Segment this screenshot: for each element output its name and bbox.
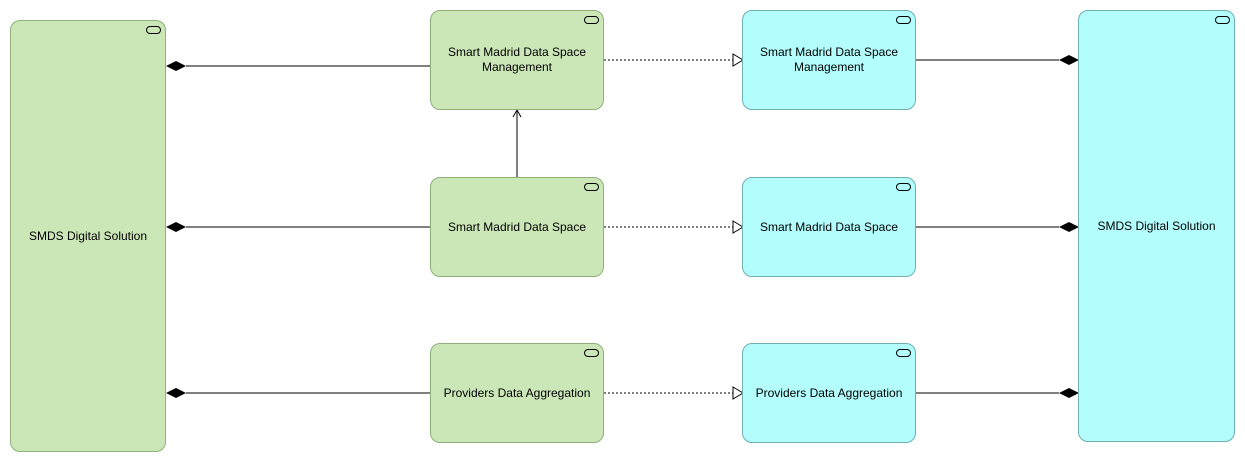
- left-solution-label: SMDS Digital Solution: [28, 228, 148, 243]
- tech-space-node[interactable]: Smart Madrid Data Space: [742, 177, 916, 277]
- app-space-node[interactable]: Smart Madrid Data Space: [430, 177, 604, 277]
- composition-diamond-right-3: [1059, 388, 1079, 398]
- realization-arrowhead-space: [732, 220, 744, 234]
- tech-mgmt-node[interactable]: Smart Madrid Data Space Management: [742, 10, 916, 110]
- rounded-rect-service-icon: [146, 26, 161, 34]
- composition-diamond-left-3: [166, 388, 186, 398]
- right-solution-node[interactable]: SMDS Digital Solution: [1078, 10, 1235, 442]
- composition-diamond-left-1: [166, 61, 186, 71]
- tech-providers-node[interactable]: Providers Data Aggregation: [742, 343, 916, 443]
- tech-mgmt-label: Smart Madrid Data Space Management: [759, 45, 899, 74]
- app-providers-label: Providers Data Aggregation: [443, 385, 591, 400]
- rounded-rect-service-icon: [584, 16, 599, 24]
- app-providers-node[interactable]: Providers Data Aggregation: [430, 343, 604, 443]
- tech-providers-label: Providers Data Aggregation: [755, 385, 903, 400]
- tech-space-label: Smart Madrid Data Space: [759, 219, 899, 234]
- serving-arrowhead: [512, 108, 522, 118]
- rounded-rect-service-icon: [1215, 16, 1230, 24]
- composition-diamond-left-2: [166, 222, 186, 232]
- rounded-rect-service-icon: [584, 183, 599, 191]
- rounded-rect-service-icon: [896, 349, 911, 357]
- left-solution-node[interactable]: SMDS Digital Solution: [10, 20, 166, 452]
- rounded-rect-service-icon: [584, 349, 599, 357]
- right-solution-label: SMDS Digital Solution: [1097, 218, 1216, 233]
- rounded-rect-service-icon: [896, 183, 911, 191]
- composition-diamond-right-2: [1059, 222, 1079, 232]
- rounded-rect-service-icon: [896, 16, 911, 24]
- realization-arrowhead-providers: [732, 386, 744, 400]
- app-mgmt-node[interactable]: Smart Madrid Data Space Management: [430, 10, 604, 110]
- app-space-label: Smart Madrid Data Space: [447, 219, 587, 234]
- composition-diamond-right-1: [1059, 55, 1079, 65]
- app-mgmt-label: Smart Madrid Data Space Management: [447, 45, 587, 74]
- realization-arrowhead-mgmt: [732, 53, 744, 67]
